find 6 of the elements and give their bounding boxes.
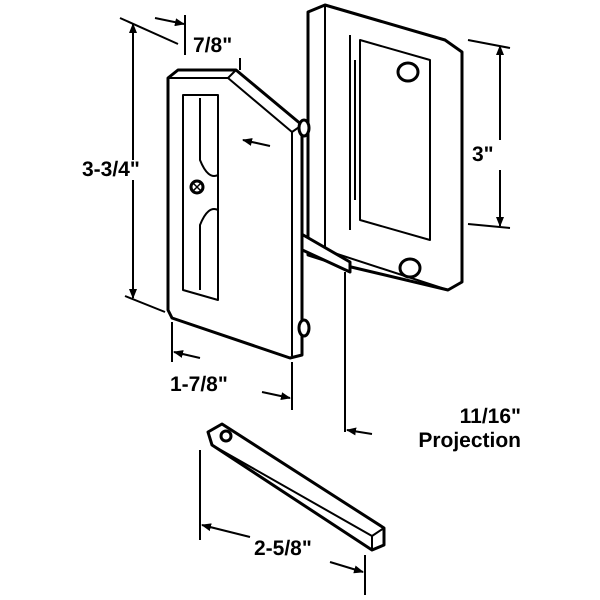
dimension-label: 11/16" Projection [417, 405, 521, 453]
dimension-label: 3-3/4" [82, 158, 140, 182]
dimension-label: 2-5/8" [254, 537, 312, 561]
dimension-label: 7/8" [193, 34, 232, 58]
dimension-label: 3" [472, 143, 494, 167]
dimension-label: 1-7/8" [170, 373, 228, 397]
